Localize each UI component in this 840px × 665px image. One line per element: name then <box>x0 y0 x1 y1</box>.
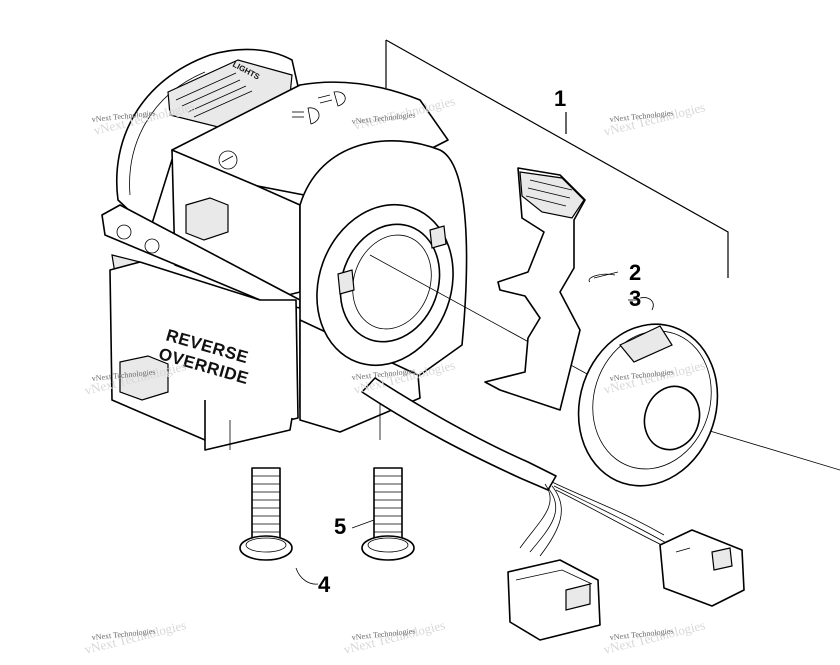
screw-5 <box>361 467 415 561</box>
callout-1-bracket <box>385 39 729 278</box>
callout-2: 2 <box>629 260 641 285</box>
callout-3: 3 <box>629 286 641 311</box>
callout-4: 4 <box>318 572 331 597</box>
part-2-clamp-lever <box>484 167 586 411</box>
lights-rocker-switch: LIGHTS <box>167 59 293 129</box>
wiring-harness <box>361 377 677 557</box>
switch-housing: LIGHTS <box>101 48 468 451</box>
connector-left <box>507 559 601 641</box>
start-button-icon <box>218 150 238 170</box>
plate-symbol-icon <box>116 224 160 254</box>
handlebar-bore <box>316 203 454 367</box>
callout-1: 1 <box>554 86 566 111</box>
callout-5: 5 <box>334 514 346 539</box>
reverse-override-button <box>119 355 169 401</box>
screw-4 <box>239 467 293 561</box>
headlight-low-icon <box>292 107 320 125</box>
connector-right <box>659 529 745 607</box>
part-3-end-cap <box>577 323 719 487</box>
callout-leaders <box>295 271 640 585</box>
headlight-high-icon <box>317 91 346 107</box>
push-button <box>185 197 229 241</box>
